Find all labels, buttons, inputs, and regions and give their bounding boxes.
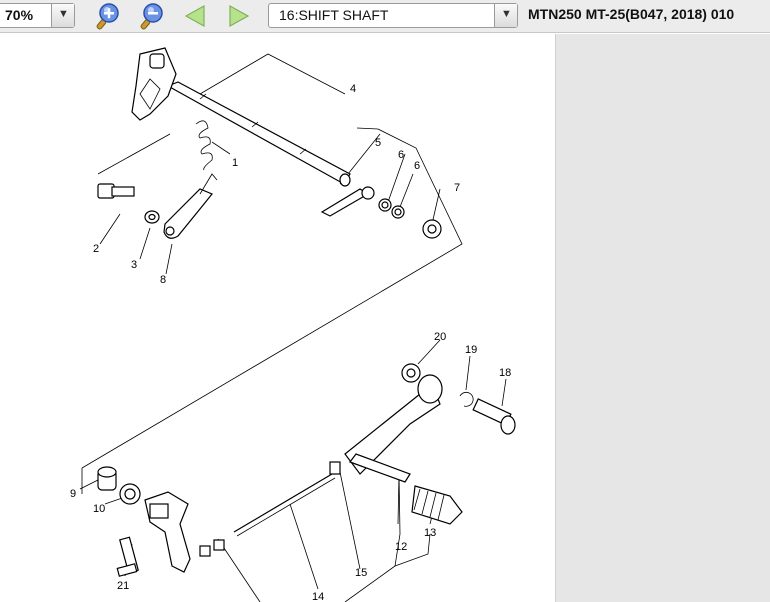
arrow-right-icon[interactable]	[224, 2, 252, 30]
zoom-dropdown-button[interactable]: ▼	[51, 4, 74, 27]
callout-7: 7	[454, 182, 460, 194]
callout-5: 5	[375, 137, 381, 149]
callout-1: 1	[232, 157, 238, 169]
page-select[interactable]: 16:SHIFT SHAFT ▼	[268, 3, 518, 28]
callout-8: 8	[160, 274, 166, 286]
model-title: MTN250 MT-25(B047, 2018) 010	[528, 6, 735, 22]
callout-9: 9	[70, 488, 76, 500]
toolbar: 70% ▼ 16:SHIFT SHAFT ▼ MTN250 MT-25(B047…	[0, 0, 770, 33]
zoom-out-icon[interactable]	[138, 2, 166, 30]
callout-6: 6	[398, 149, 404, 161]
shift-shaft-assembly	[97, 47, 442, 239]
callout-14: 14	[312, 591, 324, 602]
page-dropdown-button[interactable]: ▼	[494, 4, 517, 27]
callout-4: 4	[350, 83, 356, 95]
callout-2: 2	[93, 243, 99, 255]
callout-15: 15	[355, 567, 367, 579]
shift-pedal-assembly	[97, 363, 516, 577]
callout-13: 13	[424, 527, 436, 539]
callout-21: 21	[117, 580, 129, 592]
arrow-left-icon[interactable]	[182, 2, 210, 30]
callout-3: 3	[131, 259, 137, 271]
chevron-down-icon: ▼	[501, 8, 512, 20]
zoom-in-icon[interactable]	[94, 2, 122, 30]
callout-18: 18	[499, 367, 511, 379]
callout-12: 12	[395, 541, 407, 553]
callout-19: 19	[465, 344, 477, 356]
callout-10: 10	[93, 503, 105, 515]
side-panel	[555, 34, 770, 602]
zoom-select[interactable]: 70% ▼	[0, 3, 75, 28]
zoom-value: 70%	[5, 7, 34, 23]
page-select-value: 16:SHIFT SHAFT	[279, 7, 389, 23]
chevron-down-icon: ▼	[58, 8, 69, 20]
callout-numbers: 4 1 5 6 6 7 2 3 8 20 19 18 9 10 13 12 15…	[70, 83, 511, 602]
parts-diagram: 4 1 5 6 6 7 2 3 8 20 19 18 9 10 13 12 15…	[70, 47, 516, 602]
callout-6: 6	[414, 160, 420, 172]
callout-20: 20	[434, 331, 446, 343]
